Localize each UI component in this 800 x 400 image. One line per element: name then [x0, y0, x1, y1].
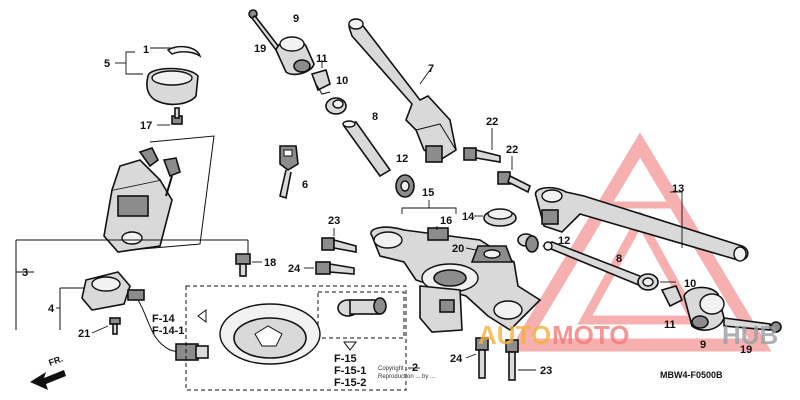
part-switch-plate [219, 303, 321, 365]
callout-13: 13 [672, 183, 684, 195]
callout-12-right: 12 [558, 235, 570, 247]
callout-10-right: 10 [684, 278, 696, 290]
callout-5: 5 [104, 58, 110, 70]
callout-6: 6 [302, 179, 308, 191]
callout-3: 3 [22, 267, 28, 279]
watermark-moto: MOTO [552, 320, 630, 350]
part-screw-21 [109, 317, 121, 335]
part-key [279, 145, 299, 200]
diagram-code: MBW4-F0500B [660, 370, 723, 380]
callout-8-right: 8 [616, 253, 622, 265]
callout-7: 7 [428, 63, 434, 75]
callout-9-right: 9 [700, 339, 706, 351]
ref-f15-2: F-15-2 [334, 377, 366, 389]
part-bolt-22-upper [463, 147, 501, 163]
callout-24-upper: 24 [288, 263, 301, 275]
watermark-text: AUTO MOTO HUB [478, 320, 778, 350]
part-bolt-23-upper [321, 237, 357, 253]
part-screw-17 [171, 107, 183, 125]
part-bracket-11-right [660, 285, 684, 308]
part-bolt-19-right [723, 317, 782, 333]
part-bar-end-weight-left [275, 36, 315, 76]
part-nut-12-left [395, 174, 415, 198]
front-label: FR. [47, 354, 64, 368]
copyright-line-1: Copyright ... [378, 366, 411, 372]
callout-12-left: 12 [396, 153, 408, 165]
callout-23-upper: 23 [328, 215, 340, 227]
callout-19-left: 19 [254, 43, 266, 55]
callout-15: 15 [422, 187, 434, 199]
part-bolt-22-lower [497, 171, 531, 194]
callout-22-upper: 22 [486, 116, 498, 128]
leader-frame-3 [129, 135, 215, 251]
part-bolt-23-lower [505, 339, 519, 381]
part-circlip [166, 45, 202, 58]
part-rubber-10-left [325, 97, 347, 115]
part-shaft-8-left [342, 120, 392, 178]
callout-8-left: 8 [372, 111, 378, 123]
callout-10-left: 10 [336, 75, 348, 87]
callout-22-lower: 22 [506, 144, 518, 156]
copyright-line-2: Reproduction ... by ... [378, 374, 435, 380]
callout-20: 20 [452, 243, 464, 255]
callout-19-right: 19 [740, 344, 752, 356]
part-handlebar-right [534, 186, 749, 262]
front-arrow [30, 370, 66, 390]
part-ignition-cover [146, 67, 199, 106]
part-nut-12-right [525, 235, 539, 253]
callout-16: 16 [440, 215, 452, 227]
callout-23-lower: 23 [540, 365, 552, 377]
section-references: F-14 F-14-1 F-15 F-15-1 F-15-2 [152, 313, 366, 389]
callouts: 1 2 3 4 5 6 7 8 8 9 9 10 10 11 11 12 12 … [22, 13, 752, 377]
callout-18: 18 [264, 257, 276, 269]
watermark-hub: HUB [722, 320, 778, 350]
key-in-switch [138, 147, 181, 197]
part-fork-clamp [419, 285, 463, 333]
ref-f15: F-15 [334, 353, 357, 365]
part-ignition-switch [103, 159, 173, 253]
callout-11-left: 11 [316, 53, 328, 65]
callout-2: 2 [412, 362, 418, 374]
callout-21: 21 [78, 328, 90, 340]
ref-f14-1: F-14-1 [152, 325, 184, 337]
callout-4: 4 [48, 303, 55, 315]
ref-f15-1: F-15-1 [334, 365, 366, 377]
part-connector [175, 343, 209, 361]
part-bolt-18 [235, 253, 251, 277]
part-bar-end-weight-right [683, 286, 725, 331]
part-lock-cylinder [337, 297, 387, 317]
callout-11-right: 11 [664, 319, 676, 331]
callout-24-lower: 24 [450, 353, 463, 365]
part-cap-14 [483, 208, 517, 227]
callout-14: 14 [462, 211, 475, 223]
part-bolt-24-upper [315, 261, 355, 275]
watermark-auto: AUTO [478, 320, 551, 350]
callout-1: 1 [143, 44, 149, 56]
part-stem-nut-20 [470, 233, 535, 263]
ref-f14: F-14 [152, 313, 176, 325]
part-handlebar-left [348, 18, 457, 163]
callout-17: 17 [140, 120, 152, 132]
ref-box [185, 285, 407, 391]
part-ignition-sensor [81, 271, 145, 311]
part-rubber-10-right [637, 273, 659, 291]
callout-9-left: 9 [293, 13, 299, 25]
part-bracket-11-left [310, 69, 331, 95]
part-bolt-24-lower [475, 337, 489, 379]
